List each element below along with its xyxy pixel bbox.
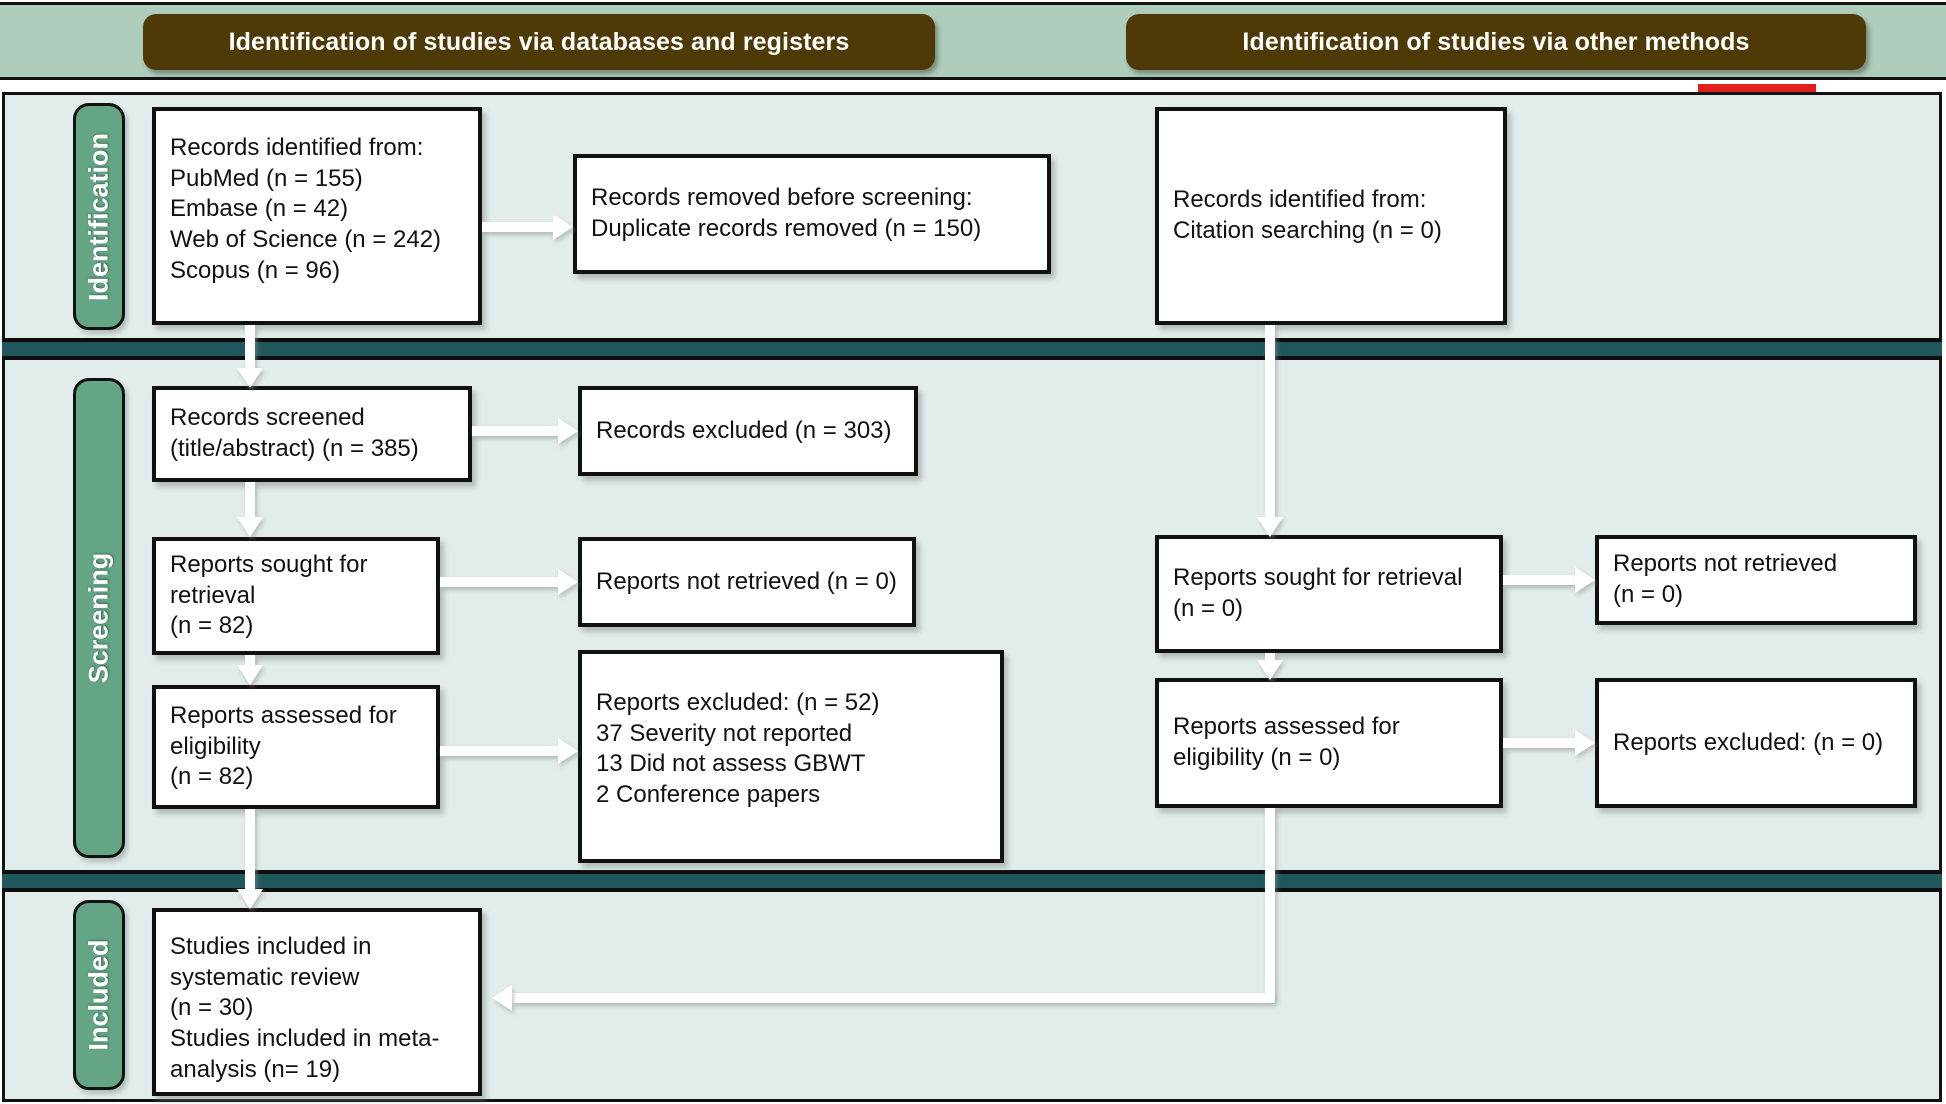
node-studies-included: Studies included in systematic review (n… (152, 908, 482, 1096)
section-title-databases: Identification of studies via databases … (143, 14, 935, 70)
connector-other-to-included-horizontal (512, 993, 1275, 1003)
arrowhead-other-identified-to-sought (1257, 517, 1283, 537)
arrowhead-assessed-to-excluded (558, 738, 578, 764)
connector-screened-to-sought (245, 482, 255, 517)
arrowhead-other-sought-to-assessed (1257, 660, 1283, 680)
node-other-reports-not-retrieved: Reports not retrieved (n = 0) (1595, 535, 1917, 625)
arrowhead-identified-to-removed (553, 214, 573, 240)
node-studies-included-text: Studies included in systematic review (n… (170, 933, 440, 1083)
connector-other-sought-to-assessed (1265, 653, 1275, 663)
arrowhead-identified-to-screened (237, 368, 263, 388)
connector-assessed-to-excluded (440, 746, 558, 756)
connector-other-to-included-vertical (1265, 808, 1275, 998)
node-reports-assessed-text: Reports assessed for eligibility (n = 82… (170, 701, 397, 791)
node-reports-excluded: Reports excluded: (n = 52) 37 Severity n… (578, 650, 1004, 863)
arrowhead-sought-to-assessed (237, 665, 263, 685)
node-other-reports-not-retrieved-text: Reports not retrieved (n = 0) (1613, 550, 1838, 608)
arrowhead-other-assessed-to-excluded (1575, 730, 1595, 756)
red-marker-bar (1698, 84, 1816, 92)
connector-other-assessed-to-excluded (1503, 738, 1575, 748)
section-title-other-methods: Identification of studies via other meth… (1126, 14, 1866, 70)
node-other-records-identified: Records identified from: Citation search… (1155, 107, 1507, 325)
arrowhead-sought-to-not-retrieved (558, 569, 578, 595)
node-records-removed-before-screening: Records removed before screening: Duplic… (573, 154, 1051, 274)
node-other-reports-assessed: Reports assessed for eligibility (n = 0) (1155, 678, 1503, 808)
stage-label-identification: Identification (73, 103, 125, 330)
node-records-screened: Records screened (title/abstract) (n = 3… (152, 386, 472, 482)
connector-assessed-to-included (245, 809, 255, 889)
connector-identified-to-removed (482, 222, 553, 232)
arrowhead-screened-to-excluded (558, 418, 578, 444)
stage-label-screening-text: Screening (83, 552, 114, 684)
node-reports-sought-text: Reports sought for retrieval (n = 82) (170, 550, 368, 640)
section-divider-screening (2, 338, 1942, 360)
connector-other-identified-to-sought (1265, 325, 1275, 517)
arrowhead-other-sought-to-not-retrieved (1575, 567, 1595, 593)
node-other-reports-sought: Reports sought for retrieval (n = 0) (1155, 535, 1503, 653)
node-other-reports-excluded-text: Reports excluded: (n = 0) (1613, 728, 1884, 756)
node-reports-not-retrieved-text: Reports not retrieved (n = 0) (596, 567, 897, 595)
node-records-identified: Records identified from: PubMed (n = 155… (152, 107, 482, 325)
stage-label-screening: Screening (73, 378, 125, 858)
connector-sought-to-not-retrieved (440, 577, 558, 587)
node-reports-sought-for-retrieval: Reports sought for retrieval (n = 82) (152, 537, 440, 655)
node-reports-not-retrieved: Reports not retrieved (n = 0) (578, 537, 916, 627)
node-other-reports-excluded: Reports excluded: (n = 0) (1595, 678, 1917, 808)
section-divider-included (2, 870, 1942, 892)
node-records-removed-text: Records removed before screening: Duplic… (591, 184, 982, 242)
node-other-records-identified-text: Records identified from: Citation search… (1173, 186, 1442, 244)
node-records-identified-text: Records identified from: PubMed (n = 155… (170, 134, 442, 284)
connector-screened-to-excluded (472, 426, 558, 436)
node-other-reports-assessed-text: Reports assessed for eligibility (n = 0) (1173, 713, 1400, 771)
arrowhead-other-to-included (492, 985, 512, 1011)
arrowhead-assessed-to-included (237, 889, 263, 909)
node-records-excluded-text: Records excluded (n = 303) (596, 416, 892, 444)
connector-identified-to-screened-upper (245, 325, 255, 369)
stage-label-identification-text: Identification (83, 132, 114, 301)
connector-other-sought-to-not-retrieved (1503, 575, 1575, 585)
arrowhead-screened-to-sought (237, 517, 263, 537)
node-other-reports-sought-text: Reports sought for retrieval (n = 0) (1173, 564, 1463, 622)
connector-sought-to-assessed (245, 655, 255, 665)
node-reports-assessed-for-eligibility: Reports assessed for eligibility (n = 82… (152, 685, 440, 809)
stage-label-included: Included (73, 900, 125, 1090)
node-records-screened-text: Records screened (title/abstract) (n = 3… (170, 404, 419, 462)
node-reports-excluded-text: Reports excluded: (n = 52) 37 Severity n… (596, 689, 880, 809)
stage-label-included-text: Included (83, 939, 114, 1051)
node-records-excluded: Records excluded (n = 303) (578, 386, 918, 476)
